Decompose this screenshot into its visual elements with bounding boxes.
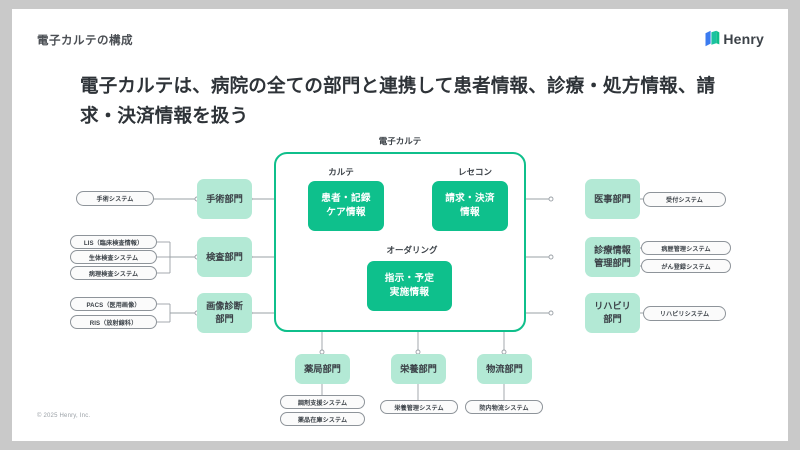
lead-statement: 電子カルテは、病院の全ての部門と連携して患者情報、診療・処方情報、請求・決済情報… — [80, 75, 716, 126]
dept-pharmacy[interactable]: 薬局部門 — [295, 354, 350, 384]
system-surgery[interactable]: 手術システム — [76, 191, 154, 206]
dept-nutrition[interactable]: 栄養部門 — [391, 354, 446, 384]
system-hospital-logistics[interactable]: 院内物流システム — [465, 400, 543, 414]
system-drug-inventory[interactable]: 薬品在庫システム — [280, 412, 365, 426]
caption-ordering: オーダリング — [386, 245, 438, 255]
dept-imaging[interactable]: 画像診断 部門 — [197, 293, 252, 333]
system-pathology-exam[interactable]: 病理検査システム — [70, 266, 157, 280]
emr-container-caption: 電子カルテ — [378, 136, 422, 146]
system-rehabilitation[interactable]: リハビリシステム — [643, 306, 726, 321]
system-dispensing-support[interactable]: 調剤支援システム — [280, 395, 365, 409]
system-reception[interactable]: 受付システム — [643, 192, 726, 207]
brand-logo: Henry — [705, 30, 764, 47]
dept-logistics[interactable]: 物流部門 — [477, 354, 532, 384]
core-box-rececom[interactable]: 請求・決済 情報 — [432, 181, 508, 231]
emr-architecture-diagram: 電子カルテ カルテ レセコン オーダリング 患者・記録 ケア情報 請求・決済 情… — [12, 9, 788, 441]
dept-medical-affairs[interactable]: 医事部門 — [585, 179, 640, 219]
system-history-management[interactable]: 病歴管理システム — [641, 241, 731, 255]
dept-medical-records[interactable]: 診療情報 管理部門 — [585, 237, 640, 277]
system-pacs[interactable]: PACS（医用画像） — [70, 297, 157, 311]
copyright-footer: © 2025 Henry, Inc. — [37, 413, 91, 419]
core-box-ordering[interactable]: 指示・予定 実施情報 — [367, 261, 452, 311]
system-biological-exam[interactable]: 生体検査システム — [70, 250, 157, 264]
henry-book-logo-icon — [705, 30, 720, 47]
system-nutrition-management[interactable]: 栄養管理システム — [380, 400, 458, 414]
system-lis[interactable]: LIS（臨床検査情報） — [70, 235, 157, 249]
system-cancer-registry[interactable]: がん登録システム — [641, 259, 731, 273]
page-title: 電子カルテの構成 — [37, 35, 133, 47]
dept-laboratory[interactable]: 検査部門 — [197, 237, 252, 277]
brand-logo-text: Henry — [723, 30, 764, 47]
dept-rehabilitation[interactable]: リハビリ 部門 — [585, 293, 640, 333]
system-ris[interactable]: RIS（放射線科） — [70, 315, 157, 329]
caption-rececom: レセコン — [457, 167, 492, 177]
caption-karte: カルテ — [328, 167, 354, 177]
dept-surgery[interactable]: 手術部門 — [197, 179, 252, 219]
core-box-karte[interactable]: 患者・記録 ケア情報 — [308, 181, 384, 231]
slide-canvas: 電子カルテの構成 Henry 電子カルテは、病院の全ての部門と連携して患者情報、… — [12, 9, 788, 441]
